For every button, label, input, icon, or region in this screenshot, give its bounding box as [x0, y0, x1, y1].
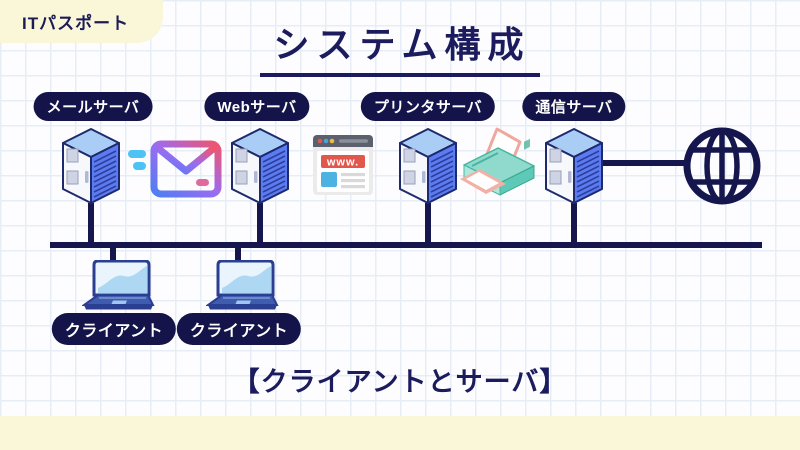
label-web-server: Webサーバ [204, 92, 310, 121]
printer-icon [460, 127, 535, 196]
mail-server-connector [88, 203, 94, 243]
diagram-caption-text: 【クライアントとサーバ】 [232, 367, 568, 397]
client2-laptop-icon [206, 260, 279, 311]
brand-badge-label: ITパスポート [22, 14, 130, 33]
label-client2: クライアント [176, 313, 302, 345]
www-label: www. [326, 157, 359, 169]
client1-laptop-icon [82, 260, 155, 311]
printer-server-connector [425, 203, 431, 243]
diagram-caption: 【クライアントとサーバ】 [0, 360, 800, 399]
label-client1: クライアント [51, 313, 177, 345]
label-printer-server: プリンタサーバ [360, 92, 496, 121]
speed-dash-icon [128, 150, 146, 158]
globe-icon [683, 127, 761, 205]
comm-server-connector [571, 203, 577, 243]
brand-badge: ITパスポート [0, 0, 163, 43]
label-mail-server: メールサーバ [33, 92, 153, 121]
web-server-icon [231, 128, 289, 204]
mail-server-icon [62, 128, 120, 204]
mail-envelope-icon [128, 140, 222, 198]
internet-connector [596, 160, 684, 166]
network-bus-line [50, 242, 762, 248]
page-title: システム構成 [0, 16, 800, 77]
comm-server-icon [545, 128, 603, 204]
page-title-text: システム構成 [259, 16, 541, 77]
web-server-connector [257, 203, 263, 243]
printer-server-icon [399, 128, 457, 204]
speed-dash-icon [133, 162, 146, 170]
browser-www-icon: www. [313, 135, 373, 195]
bottom-strip [0, 416, 800, 450]
label-comm-server: 通信サーバ [522, 92, 626, 121]
